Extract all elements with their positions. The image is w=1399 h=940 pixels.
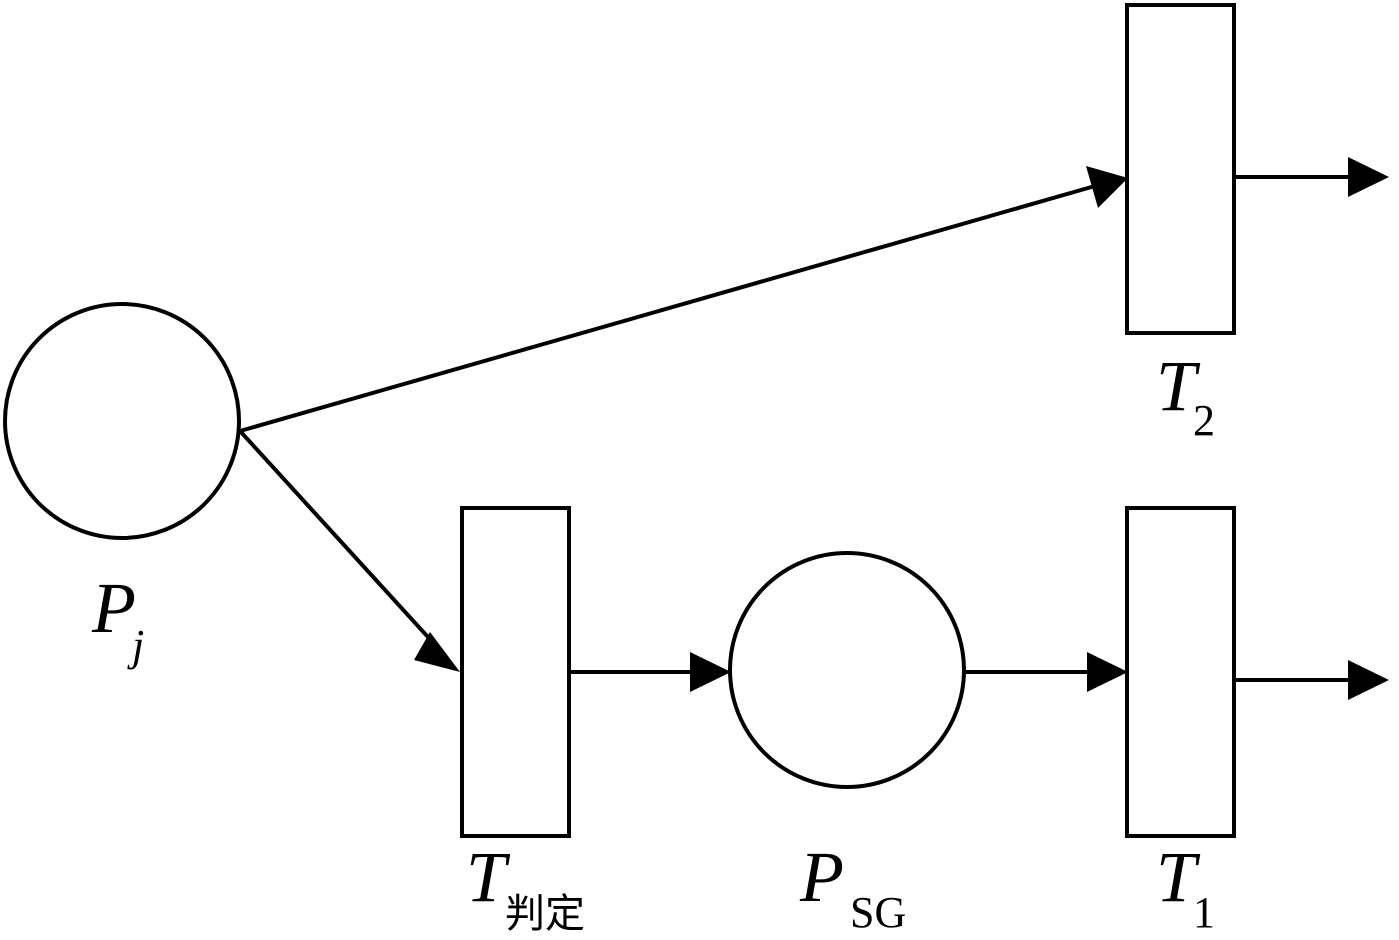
arc-pj-to-tjudge [238, 429, 440, 650]
transition-t2 [1125, 3, 1236, 335]
transition-t1-label: T 1 [1156, 837, 1215, 937]
arc-pj-to-t2 [239, 184, 1096, 433]
transition-tjudge-label: T 判定 [466, 837, 585, 937]
transition-tjudge [460, 506, 571, 838]
arrowhead-t1-input [1087, 652, 1128, 692]
transition-t1 [1125, 506, 1236, 838]
place-psg-label: P SG [799, 837, 906, 937]
transition-t2-label: T 2 [1156, 346, 1215, 445]
arrowhead-t2-input [1086, 166, 1128, 208]
arrowhead-t2-output [1348, 157, 1389, 197]
arrowhead-tjudge-input [414, 632, 460, 672]
arrowhead-psg-input [690, 652, 731, 692]
place-psg [728, 551, 966, 789]
arrowhead-t1-output [1348, 660, 1389, 700]
place-pj [3, 302, 241, 540]
place-pj-label: P j [91, 568, 144, 670]
